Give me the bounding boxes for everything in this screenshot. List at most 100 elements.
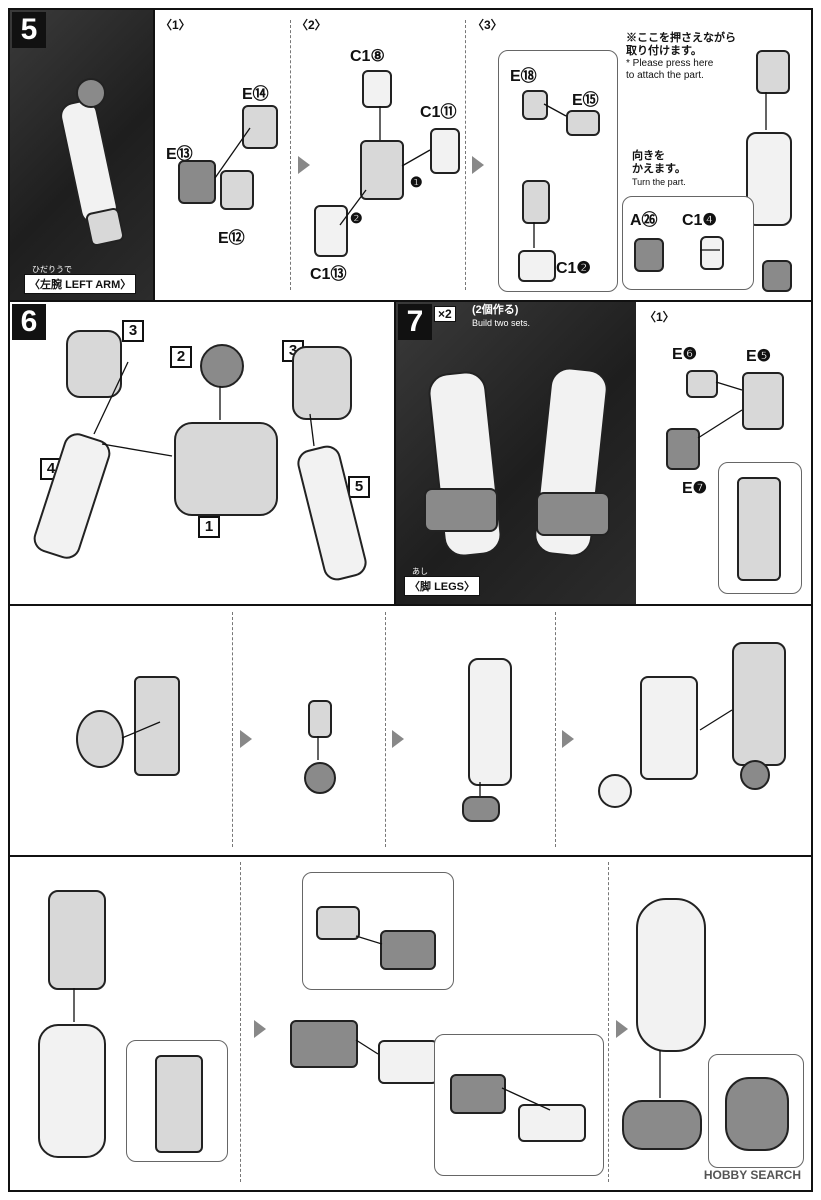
armor-piece xyxy=(378,1040,438,1084)
leg-frame xyxy=(732,642,786,766)
instruction-page: 5 〈左腕 LEFT ARM〉 ひだりうで 〈1〉 〈2〉 〈3〉 E⑭ E⑬ … xyxy=(8,8,813,1192)
part-pc7 xyxy=(304,762,336,794)
arm-assembly xyxy=(360,140,404,200)
part-e9 xyxy=(308,700,332,738)
shoulder-left xyxy=(66,330,122,398)
part-b6 xyxy=(380,930,436,970)
part-label: C1⑪ xyxy=(420,104,457,121)
part-label: C1❷ xyxy=(556,260,591,277)
part-e14 xyxy=(242,105,278,149)
flow-arrow xyxy=(562,730,574,748)
leg-cover xyxy=(38,1024,106,1158)
shoulder-right xyxy=(292,346,352,420)
part-e15 xyxy=(566,110,600,136)
arm-top-part xyxy=(756,50,790,94)
part-e7 xyxy=(666,428,700,470)
part-label: E❼ xyxy=(682,480,708,497)
left-arm-photo xyxy=(10,10,153,300)
order-marker: ❶ xyxy=(410,174,423,190)
part-b5 xyxy=(450,1074,506,1114)
do-not-cut-icon xyxy=(598,774,632,808)
legs-photo xyxy=(396,302,636,604)
flow-arrow xyxy=(254,1020,266,1038)
divider xyxy=(555,612,556,847)
substep-label: 〈1〉 xyxy=(644,310,675,324)
part-c14 xyxy=(700,236,724,270)
ankle-ball xyxy=(740,760,770,790)
part-c17 xyxy=(640,676,698,780)
part-a26 xyxy=(634,238,664,272)
divider xyxy=(232,612,233,847)
build-two-note: (2個作る)Build two sets. xyxy=(472,304,531,328)
part-label: C1⑧ xyxy=(350,48,385,65)
multiplier-badge: ×2 xyxy=(434,306,456,322)
part-c19 xyxy=(468,658,512,786)
part-label: E❺ xyxy=(746,348,772,365)
part-e13 xyxy=(178,160,216,204)
part-label: E⑱ xyxy=(510,68,537,85)
divider xyxy=(10,300,811,302)
order-marker: ❷ xyxy=(350,210,363,226)
part-c111 xyxy=(430,128,460,174)
divider xyxy=(385,612,386,847)
part-c18 xyxy=(362,70,392,108)
substep-label: 〈3〉 xyxy=(472,18,503,32)
flow-arrow xyxy=(392,730,404,748)
part-label: E⑭ xyxy=(242,86,269,103)
part-box-label: 1 xyxy=(198,516,220,538)
caption-ruby: あし xyxy=(412,567,428,576)
part-e5 xyxy=(742,372,784,430)
part-e4 xyxy=(76,710,124,768)
part-d8 xyxy=(518,1104,586,1142)
divider xyxy=(10,604,811,606)
head-part xyxy=(200,344,244,388)
subassembly-inset xyxy=(498,50,618,292)
part-label: E⑬ xyxy=(166,146,193,163)
watermark: HOBBY SEARCH xyxy=(703,1168,801,1182)
flow-arrow xyxy=(240,730,252,748)
upper-arm-part xyxy=(746,132,792,226)
flow-arrow xyxy=(472,156,484,174)
assembly-arrows xyxy=(73,92,767,1111)
upper-leg-assembly xyxy=(48,890,106,990)
divider xyxy=(608,862,609,1182)
divider xyxy=(394,302,396,604)
part-label: C1⑬ xyxy=(310,266,347,283)
ankle-armor-assembly xyxy=(290,1020,358,1068)
knee-assembly xyxy=(134,676,180,776)
part-box-label: 5 xyxy=(348,476,370,498)
foot-detail-inset xyxy=(708,1054,804,1168)
substep-label: 〈2〉 xyxy=(296,18,327,32)
part-label: A㉖ xyxy=(630,212,658,229)
part-box-label: 3 xyxy=(122,320,144,342)
part-e12 xyxy=(220,170,254,210)
divider xyxy=(465,20,466,290)
divider xyxy=(10,855,811,857)
step-number: 5 xyxy=(12,12,46,48)
flow-arrow xyxy=(298,156,310,174)
left-arm-caption: 〈左腕 LEFT ARM〉 xyxy=(24,274,137,294)
part-d7 xyxy=(316,906,360,940)
legs-caption: 〈脚 LEGS〉 xyxy=(404,576,481,596)
substep-label: 〈1〉 xyxy=(160,18,191,32)
part-c12 xyxy=(518,250,556,282)
e5-detail-inset xyxy=(718,462,802,594)
torso-part xyxy=(174,422,278,516)
divider xyxy=(153,10,155,300)
caption-ruby: ひだりうで xyxy=(32,265,72,274)
part-e6 xyxy=(686,370,718,398)
step-number: 7 xyxy=(398,304,432,340)
part-c113 xyxy=(314,205,348,257)
step-number: 6 xyxy=(12,304,46,340)
part-label: E⑫ xyxy=(218,230,245,247)
part-label: E⑮ xyxy=(572,92,599,109)
divider xyxy=(240,862,241,1182)
part-box-label: 2 xyxy=(170,346,192,368)
hand-part xyxy=(762,260,792,292)
foot-armor xyxy=(622,1100,702,1150)
part-label: E❻ xyxy=(672,346,698,363)
completed-leg xyxy=(636,898,706,1052)
joint-assembly xyxy=(522,180,550,224)
part-e18 xyxy=(522,90,548,120)
